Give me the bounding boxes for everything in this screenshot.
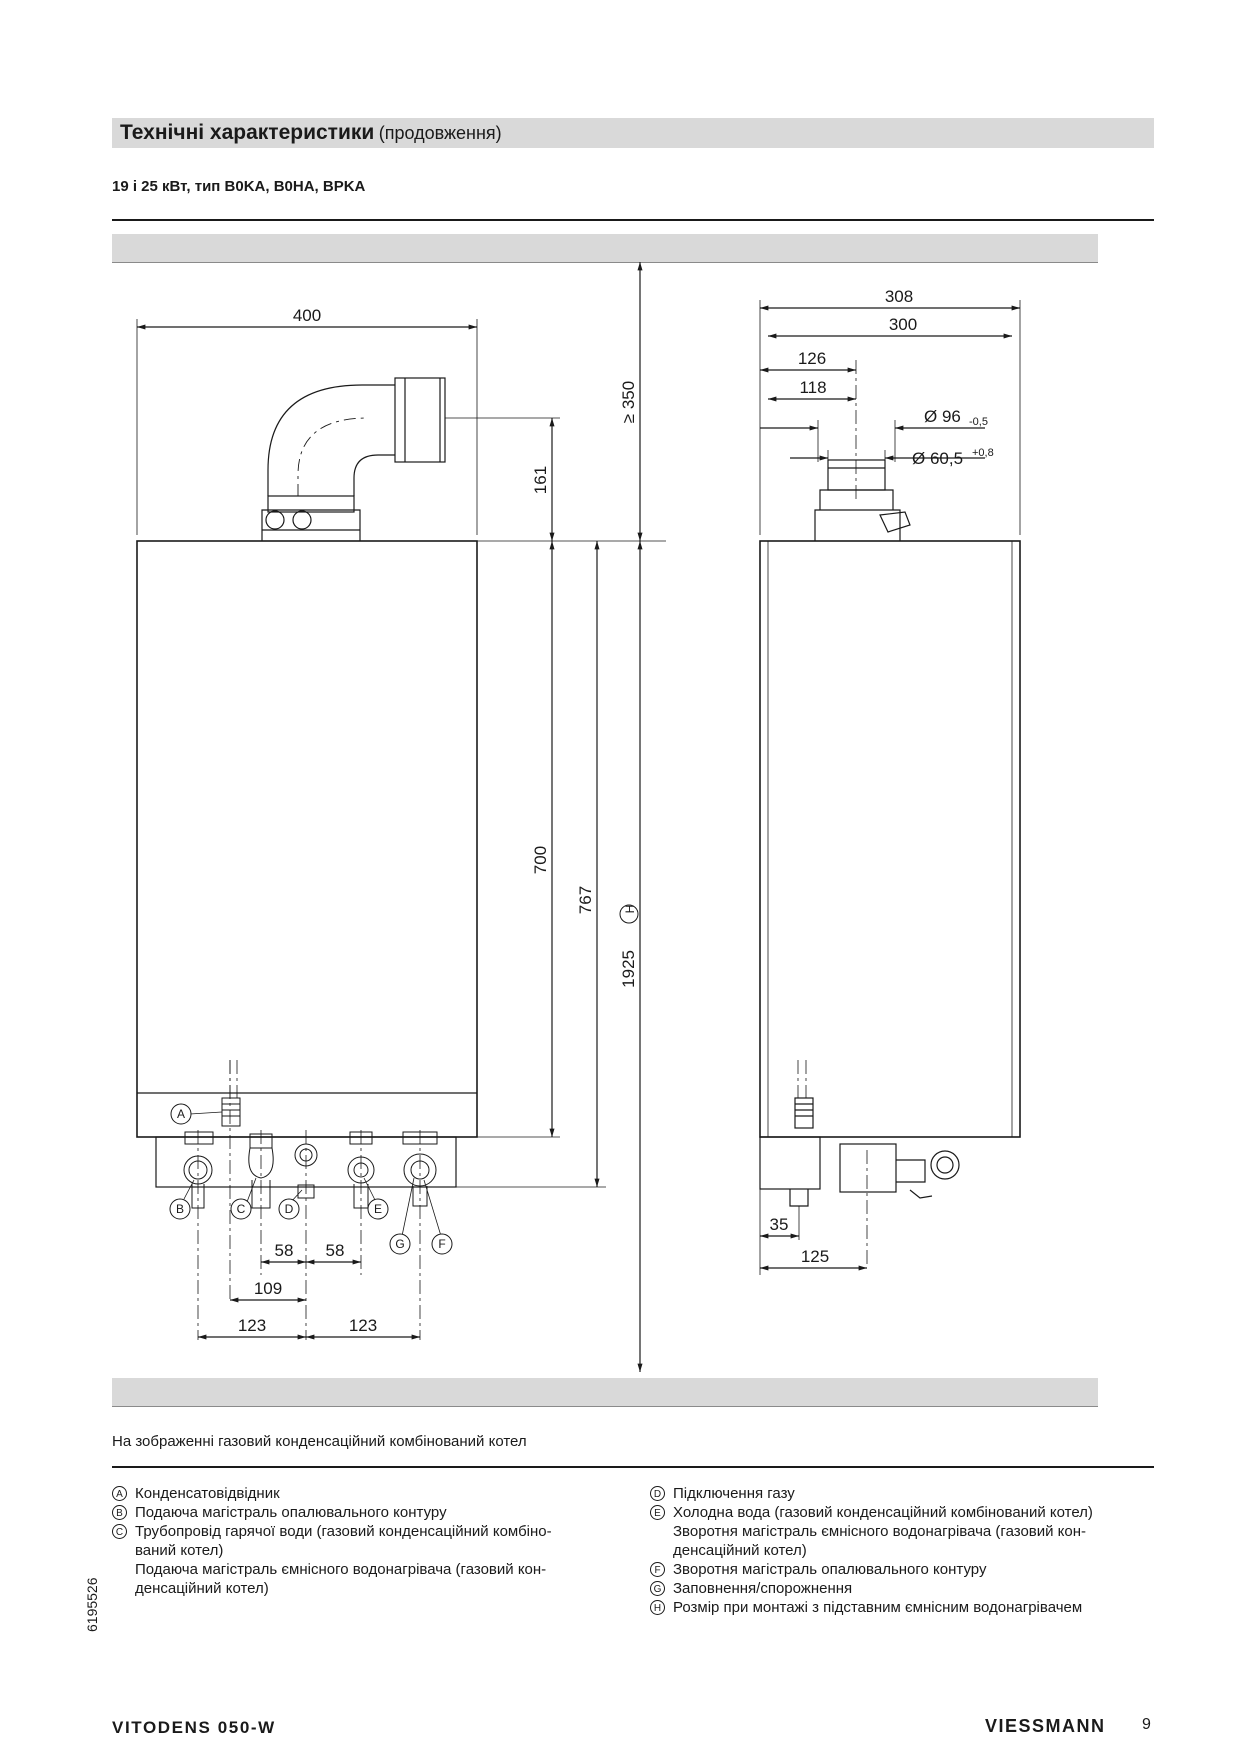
svg-text:B: B: [176, 1202, 184, 1216]
drawing-bottom-band: [112, 1378, 1098, 1407]
legend-item: G Заповнення/спорожнення: [650, 1579, 1170, 1598]
legend-marker: F: [650, 1562, 665, 1577]
legend-text: Підключення газу: [673, 1485, 795, 1502]
legend-left: A Конденсатовідвідник B Подаюча магістра…: [112, 1484, 632, 1598]
legend-marker: G: [650, 1581, 665, 1596]
marker-g: G: [389, 1233, 411, 1255]
legend-marker: A: [112, 1486, 127, 1501]
dim-total-height: 767: [576, 886, 595, 914]
svg-text:E: E: [374, 1202, 382, 1216]
dim-bottom-depth: 125: [801, 1247, 829, 1266]
svg-text:A: A: [177, 1107, 185, 1121]
side-view: [759, 300, 1021, 1275]
section-title-bar: Технічні характеристики (продовження): [112, 118, 1154, 148]
legend-text: Заповнення/спорожнення: [673, 1580, 853, 1597]
dim-diameter-inner: Ø 60,5: [912, 449, 963, 468]
figure-caption: На зображенні газовий конденсаційний ком…: [112, 1433, 527, 1450]
dim-depth-2: 300: [889, 315, 917, 334]
dim-spacing-3: 109: [254, 1279, 282, 1298]
legend-right: D Підключення газу E Холодна вода (газов…: [650, 1484, 1170, 1617]
legend-text: Подаюча магістраль опалювального контуру: [135, 1504, 447, 1521]
legend-text: Розмір при монтажі з підставним ємнісним…: [673, 1599, 1083, 1616]
section-title-continued: (продовження): [378, 123, 502, 143]
model-subtitle: 19 і 25 кВт, тип B0KA, B0HA, BPKA: [112, 178, 366, 195]
legend-marker: B: [112, 1505, 127, 1520]
legend-marker: H: [650, 1600, 665, 1615]
dim-flue-offset: 161: [531, 466, 550, 494]
marker-c: C: [230, 1198, 252, 1220]
product-model: VITODENS 050-W: [112, 1718, 276, 1737]
dim-bottom-offset: 35: [770, 1215, 789, 1234]
svg-text:D: D: [285, 1202, 294, 1216]
svg-text:F: F: [438, 1237, 445, 1251]
dim-clearance-top: ≥ 350: [619, 381, 638, 423]
marker-b: B: [169, 1198, 191, 1220]
dim-offset-1: 126: [798, 349, 826, 368]
brand-logo: VIESSMANN: [985, 1716, 1106, 1736]
dim-spacing-5: 123: [349, 1316, 377, 1335]
marker-f: F: [431, 1233, 453, 1255]
legend-item: B Подаюча магістраль опалювального конту…: [112, 1503, 632, 1522]
marker-h-dimension: H: [619, 904, 639, 924]
dim-depth-1: 308: [885, 287, 913, 306]
page-number: 9: [1142, 1716, 1151, 1733]
caption-rule: [112, 1466, 1154, 1468]
drawing-top-band: [112, 234, 1098, 263]
dim-spacing-4: 123: [238, 1316, 266, 1335]
document-number: 6195526: [84, 1577, 100, 1632]
dim-spacing-1: 58: [275, 1241, 294, 1260]
top-rule: [112, 219, 1154, 221]
legend-item: F Зворотня магістраль опалювального конт…: [650, 1560, 1170, 1579]
legend-item: C Трубопровід гарячої води (газовий конд…: [112, 1522, 632, 1598]
legend-text: Конденсатовідвідник: [135, 1485, 280, 1502]
dim-casing-height: 700: [531, 846, 550, 874]
legend-item: E Холодна вода (газовий конденсаційний к…: [650, 1503, 1170, 1560]
svg-text:C: C: [237, 1202, 246, 1216]
dim-install-height: 1925: [619, 950, 638, 988]
marker-e: E: [367, 1198, 389, 1220]
legend-marker: D: [650, 1486, 665, 1501]
legend-text: Трубопровід гарячої води (газовий конден…: [135, 1523, 552, 1597]
legend-text: Зворотня магістраль опалювального контур…: [673, 1561, 987, 1578]
marker-a: A: [170, 1103, 192, 1125]
legend-marker: E: [650, 1505, 665, 1520]
svg-text:H: H: [623, 905, 637, 914]
dim-width: 400: [293, 306, 321, 325]
dim-diameter-inner-tolerance: +0,8: [972, 447, 994, 459]
dim-diameter-outer: Ø 96: [924, 407, 961, 426]
legend-item: A Конденсатовідвідник: [112, 1484, 632, 1503]
front-view: [136, 262, 666, 1372]
legend-item: H Розмір при монтажі з підставним ємнісн…: [650, 1598, 1170, 1617]
dim-spacing-2: 58: [326, 1241, 345, 1260]
svg-text:G: G: [395, 1237, 404, 1251]
dim-offset-2: 118: [799, 378, 826, 397]
legend-text: Холодна вода (газовий конденсаційний ком…: [673, 1504, 1093, 1559]
marker-d: D: [278, 1198, 300, 1220]
legend-marker: C: [112, 1524, 127, 1539]
legend-item: D Підключення газу: [650, 1484, 1170, 1503]
section-title: Технічні характеристики: [120, 121, 375, 144]
dim-diameter-outer-tolerance: -0,5: [969, 416, 988, 428]
